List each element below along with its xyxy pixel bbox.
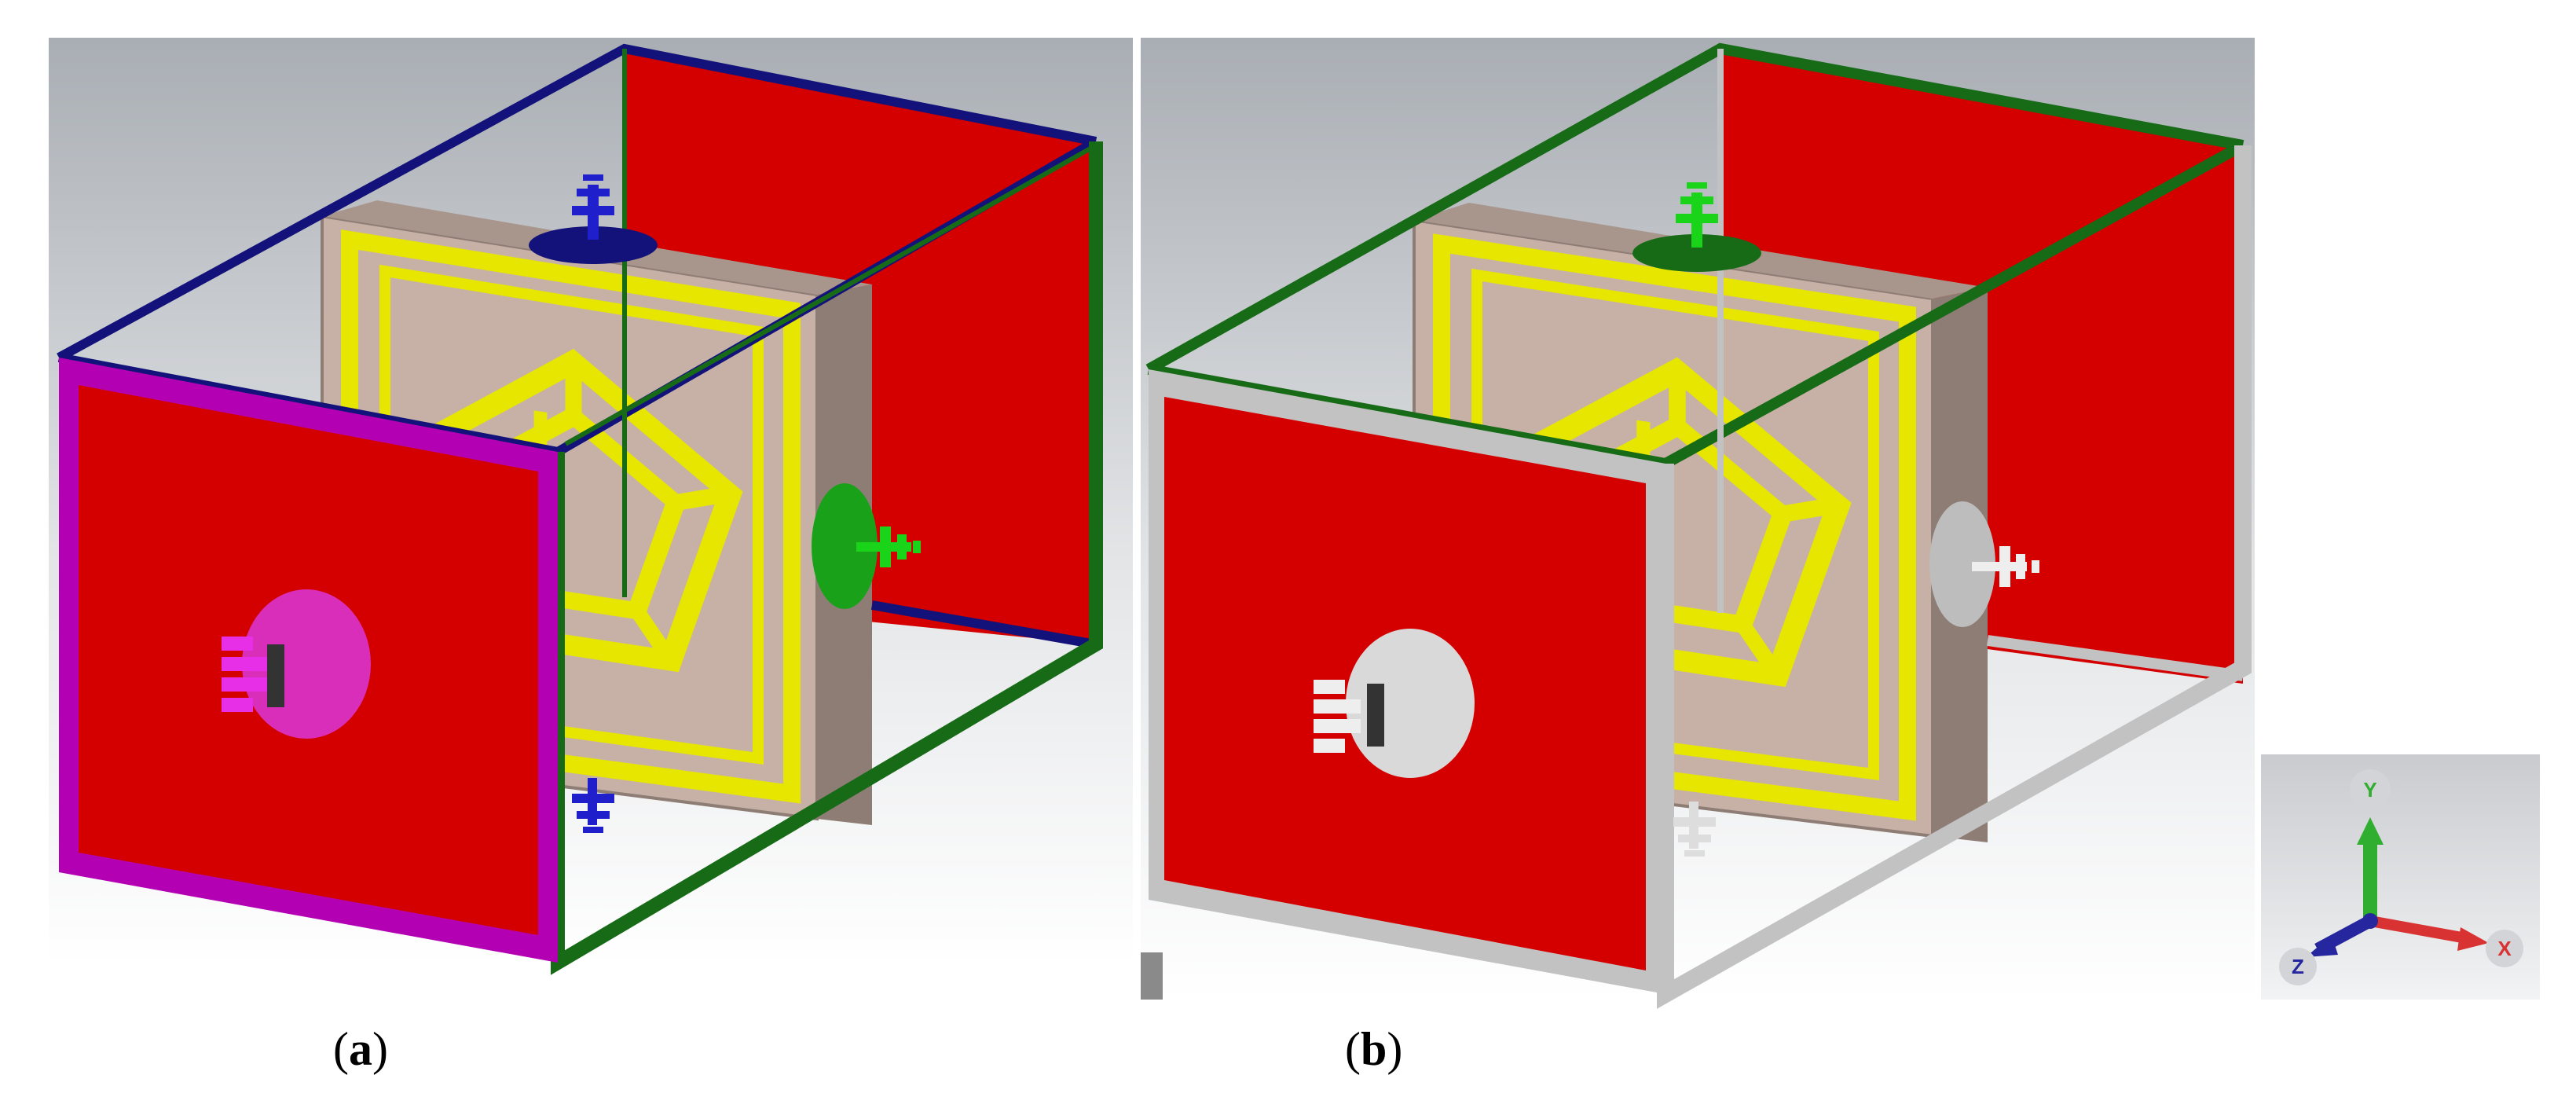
port-2-gray: [1929, 501, 2039, 627]
caption-b: (b): [1345, 1025, 1402, 1073]
y-arrowhead: [2357, 817, 2384, 845]
x-arrowhead: [2457, 927, 2489, 951]
port-4-gray-bottom: [1673, 802, 1716, 857]
caption-a-close: ): [372, 1023, 388, 1075]
panel-b: [1141, 38, 2255, 1009]
y-label-bubble: [2350, 769, 2391, 810]
axes-indicator: Y X Z: [2261, 754, 2540, 1000]
caption-b-open: (: [1345, 1023, 1361, 1075]
panel-a: [49, 38, 1133, 975]
top-right-edge-b: [1662, 140, 2246, 469]
port-4-blue-bottom: [572, 778, 614, 833]
port-2-green: [812, 483, 921, 609]
port-1-gray: [1314, 629, 1475, 778]
right-face-top-edge: [564, 143, 1097, 446]
z-arrowhead: [2306, 935, 2338, 957]
z-axis-label: Z: [2292, 955, 2304, 978]
caption-a-letter: a: [348, 1023, 372, 1075]
caption-a-open: (: [333, 1023, 349, 1075]
port-3-blue-top: [529, 174, 658, 264]
z-label-bubble: [2279, 948, 2317, 985]
caption-b-letter: b: [1360, 1023, 1387, 1075]
port-3-green-top: [1632, 182, 1761, 272]
bottom-back-edge: [870, 600, 1097, 649]
x-axis-arrow: [2369, 915, 2472, 945]
caption-b-close: ): [1387, 1023, 1403, 1075]
x-axis-label: X: [2497, 937, 2512, 960]
panel-divider: [1134, 38, 1139, 965]
x-label-bubble: [2486, 930, 2523, 967]
corner-tab: [1141, 952, 1163, 1000]
port-1-magenta: [222, 589, 371, 739]
y-axis-label: Y: [2363, 778, 2376, 802]
caption-a: (a): [333, 1025, 388, 1073]
bottom-back-edge-b: [1987, 635, 2244, 681]
